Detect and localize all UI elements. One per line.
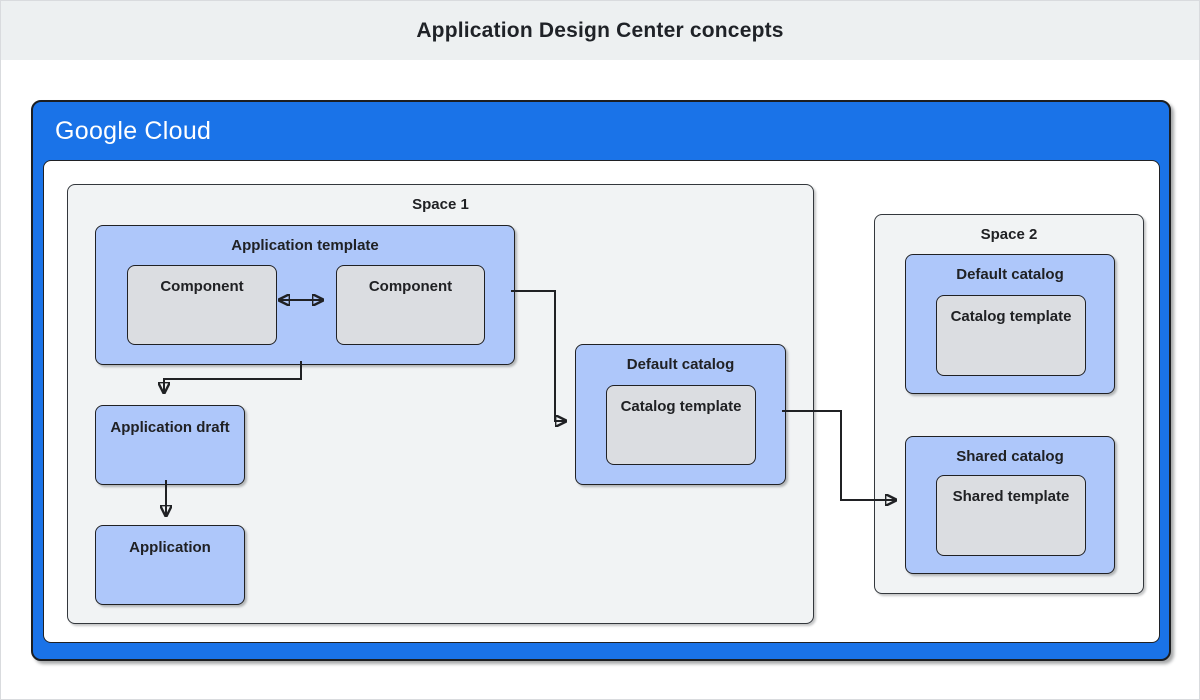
catalog-template-space2-label: Catalog template: [950, 308, 1072, 325]
space-1-label: Space 1: [412, 196, 469, 213]
shared-catalog-label: Shared catalog: [956, 448, 1064, 465]
project-panel: Space 1 Application template Component C…: [43, 160, 1160, 643]
space-2: Space 2 Default catalog Catalog template…: [874, 214, 1144, 594]
page-title: Application Design Center concepts: [416, 19, 784, 42]
default-catalog-box-space2: Default catalog Catalog template: [905, 254, 1115, 394]
application-template-box: Application template Component Component: [95, 225, 515, 365]
application-label: Application: [129, 539, 211, 556]
shared-template-box: Shared template: [936, 475, 1086, 556]
component-box-2: Component: [336, 265, 485, 345]
space-2-label: Space 2: [980, 226, 1038, 243]
default-catalog-space1-label: Default catalog: [626, 356, 735, 373]
application-draft-box: Application draft: [95, 405, 245, 485]
component-1-label: Component: [160, 278, 244, 295]
catalog-template-box-space1: Catalog template: [606, 385, 756, 465]
cloud-logo-text: Cloud: [144, 117, 212, 145]
component-2-label: Component: [368, 278, 453, 295]
application-template-label: Application template: [231, 237, 379, 254]
title-banner: Application Design Center concepts: [1, 1, 1199, 60]
component-box-1: Component: [127, 265, 277, 345]
google-logo-text: Google: [55, 117, 138, 145]
default-catalog-space2-label: Default catalog: [956, 266, 1064, 283]
shared-template-label: Shared template: [952, 488, 1070, 505]
catalog-template-box-space2: Catalog template: [936, 295, 1086, 376]
default-catalog-box-space1: Default catalog Catalog template: [575, 344, 786, 485]
space-1: Space 1 Application template Component C…: [67, 184, 814, 624]
application-draft-label: Application draft: [110, 419, 230, 436]
catalog-template-space1-label: Catalog template: [620, 398, 742, 415]
shared-catalog-box: Shared catalog Shared template: [905, 436, 1115, 574]
application-box: Application: [95, 525, 245, 605]
